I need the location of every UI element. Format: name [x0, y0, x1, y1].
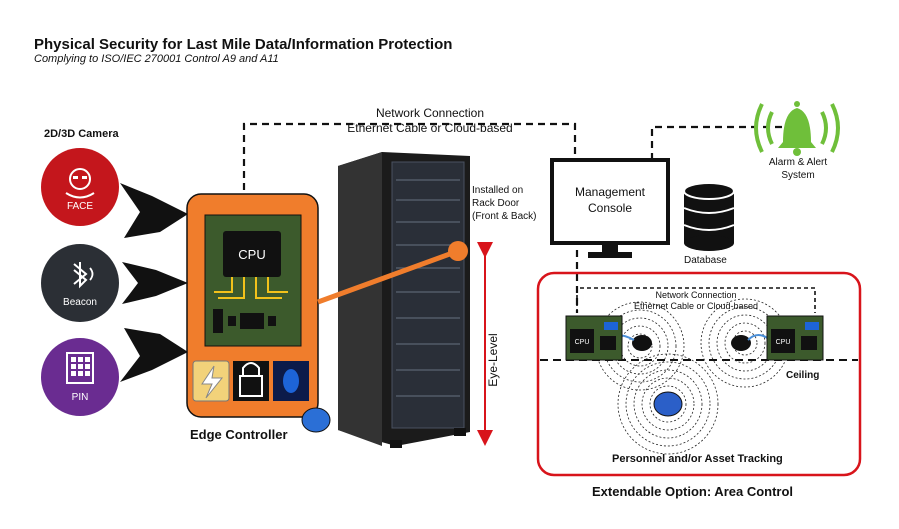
tag-icon: [301, 407, 331, 433]
area-network-label: Network Connection Ethernet Cable or Clo…: [606, 290, 786, 312]
source-label-beacon: Beacon: [63, 297, 97, 308]
database-icon: [683, 182, 735, 251]
network-label-line2: Ethernet Cable or Cloud-based: [347, 121, 513, 135]
alarm-bell-icon: [754, 101, 840, 156]
rack-installed-label: Installed on Rack Door (Front & Back): [472, 185, 537, 222]
area-network-line1: Network Connection: [655, 290, 737, 300]
source-pin: [41, 338, 119, 416]
network-link-line: [242, 122, 577, 190]
page-subtitle: Complying to ISO/IEC 270001 Control A9 a…: [34, 53, 279, 65]
edge-cpu-label: CPU: [238, 247, 265, 262]
source-face: [41, 148, 119, 226]
edge-controller: [186, 193, 319, 418]
arrow-face: [120, 183, 188, 238]
arrow-pin: [120, 328, 188, 382]
console-label: Management Console: [574, 185, 646, 215]
alarm-label: Alarm & Alert System: [768, 157, 828, 181]
alarm-link-line: [650, 125, 790, 160]
rack-mount-line: [317, 248, 459, 305]
arrow-beacon: [122, 262, 188, 304]
tracking-label: Personnel and/or Asset Tracking: [612, 453, 783, 465]
rack-mount-point: [448, 241, 468, 261]
source-label-face: FACE: [67, 201, 93, 212]
camera-label: 2D/3D Camera: [44, 128, 119, 140]
ceiling-label: Ceiling: [786, 370, 820, 381]
area-network-line2: Ethernet Cable or Cloud-based: [633, 301, 759, 311]
signal-rings: [595, 298, 790, 455]
database-label: Database: [684, 255, 727, 266]
sensor-left-icon: [632, 335, 652, 351]
source-beacon: [41, 244, 119, 322]
network-label: Network Connection Ethernet Cable or Clo…: [300, 106, 560, 136]
eye-level-label: Eye-Level: [486, 333, 500, 386]
management-console: [550, 158, 670, 258]
area-controller-left: [565, 315, 623, 361]
page-title: Physical Security for Last Mile Data/Inf…: [34, 36, 453, 53]
edge-controller-label: Edge Controller: [190, 427, 288, 442]
sensor-right-icon: [731, 335, 751, 351]
tracked-tag-icon: [653, 391, 683, 417]
area-cpu-left-label: CPU: [575, 339, 590, 346]
server-rack: [338, 152, 470, 448]
source-label-pin: PIN: [72, 392, 89, 403]
network-label-line1: Network Connection: [375, 106, 485, 120]
area-controller-right: [766, 315, 824, 361]
area-cpu-right-label: CPU: [776, 339, 791, 346]
area-option-label: Extendable Option: Area Control: [592, 484, 794, 499]
